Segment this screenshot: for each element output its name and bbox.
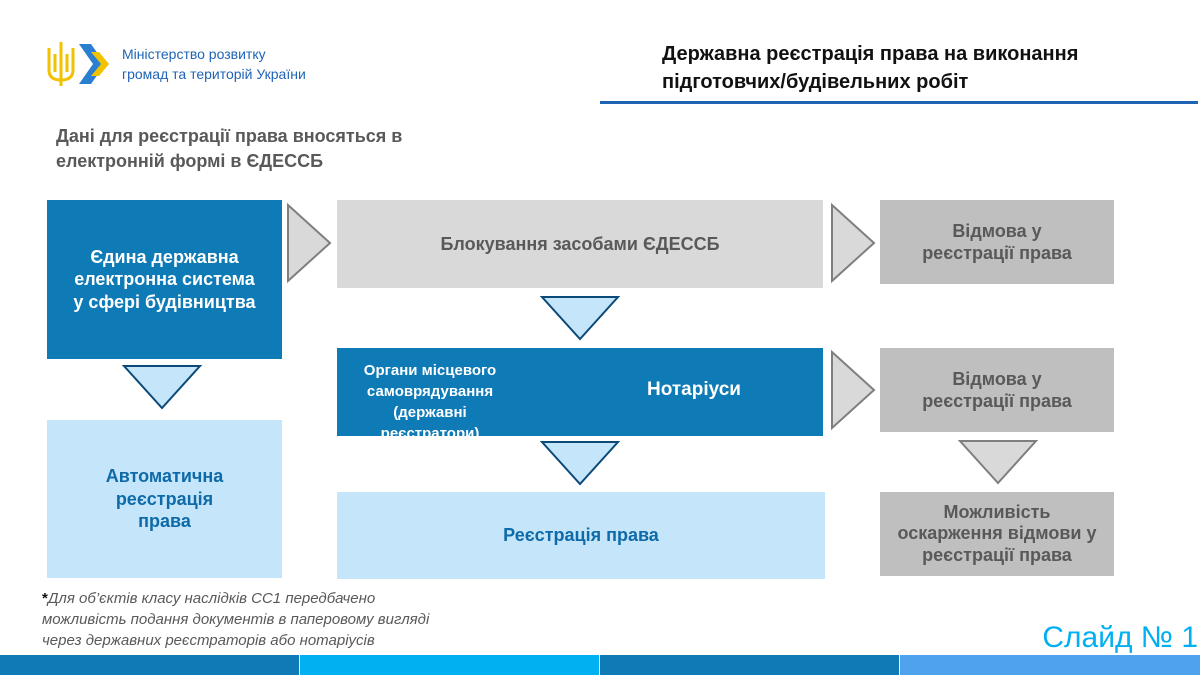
notaries-label: Нотаріуси [647, 379, 741, 400]
ministry-logo [45, 40, 125, 90]
appeal-box: Можливість оскарження відмови у реєстрац… [880, 492, 1114, 576]
arrow-right-blocking [831, 202, 876, 284]
edessb-box: Єдина державна електронна система у сфер… [47, 200, 282, 359]
footer-bar-3 [600, 655, 899, 675]
refusal-box-2: Відмова у реєстрації права [880, 348, 1114, 432]
footnote-line1-text: Для об’єктів класу наслідків СС1 передба… [47, 590, 376, 607]
edessb-line3: у сфері будівництва [73, 291, 256, 312]
ministry-name-line1: Міністерство розвитку [122, 46, 266, 62]
edessb-line2: електронна система [74, 269, 255, 290]
refusal2-line1: Відмова у [952, 368, 1042, 389]
slide-title-line2: підготовчих/будівельних робіт [662, 71, 969, 93]
appeal-line3: реєстрації права [922, 544, 1072, 565]
appeal-line1: Можливість [943, 501, 1051, 522]
auto-line2: реєстрація [115, 488, 214, 509]
registration-label: Реєстрація права [503, 525, 659, 546]
intro-line2: електронній формі в ЄДЕССБ [56, 151, 324, 171]
footnote-asterisk: * [42, 590, 48, 607]
refusal1-line1: Відмова у [952, 220, 1042, 241]
edessb-line1: Єдина державна [90, 246, 239, 267]
local-bodies-line1: Органи місцевого [363, 362, 497, 379]
slide-title-line1: Державна реєстрація права на виконання [662, 43, 1079, 65]
blocking-box: Блокування засобами ЄДЕССБ [337, 200, 823, 288]
arrow-right-edessb [287, 202, 332, 284]
auto-line3: права [138, 511, 191, 532]
arrow-down-registrars [539, 441, 621, 486]
auto-line1: Автоматична [105, 466, 224, 487]
footnote: *Для об’єктів класу наслідків СС1 передб… [42, 588, 429, 651]
footnote-line2: можливість подання документів в паперово… [42, 611, 430, 628]
intro-line1: Дані для реєстрації права вносяться в [56, 126, 403, 146]
footnote-line1: *Для об’єктів класу наслідків СС1 передб… [42, 588, 429, 609]
arrow-down-edessb [121, 365, 203, 410]
refusal2-line2: реєстрації права [922, 391, 1072, 411]
footnote-line3: через державних реєстраторів або нотаріу… [42, 632, 375, 649]
intro-text: Дані для реєстрації права вносяться в ел… [56, 124, 402, 174]
ministry-name: Міністерство розвитку громад та територі… [122, 44, 306, 84]
appeal-line2: оскарження відмови у [897, 523, 1097, 544]
local-bodies-line2: самоврядування [366, 383, 494, 400]
footer-bar-2 [300, 655, 599, 675]
local-bodies-line3: (державні реєстратори) [380, 404, 480, 442]
arrow-right-registrars [831, 349, 876, 431]
slide-title: Державна реєстрація права на виконання п… [662, 40, 1078, 96]
ministry-name-line2: громад та територій України [122, 66, 306, 82]
footer-bar-4 [900, 655, 1200, 675]
blocking-label: Блокування засобами ЄДЕССБ [440, 233, 720, 254]
registrars-box: Органи місцевого самоврядування (державн… [337, 348, 823, 442]
auto-registration-box: Автоматична реєстрація права [47, 420, 282, 578]
slide-number: Слайд № 1 [1042, 621, 1198, 654]
trident-icon [47, 42, 75, 86]
chevron-right-icon [79, 44, 109, 84]
arrow-down-refusal [957, 440, 1039, 485]
refusal1-line2: реєстрації права [922, 243, 1072, 263]
arrow-down-blocking [539, 296, 621, 341]
registration-box: Реєстрація права [337, 492, 825, 579]
refusal-box-1: Відмова у реєстрації права [880, 200, 1114, 284]
title-underline [600, 101, 1198, 104]
footer-bar-1 [0, 655, 299, 675]
local-bodies-label: Органи місцевого самоврядування (державн… [345, 360, 515, 444]
